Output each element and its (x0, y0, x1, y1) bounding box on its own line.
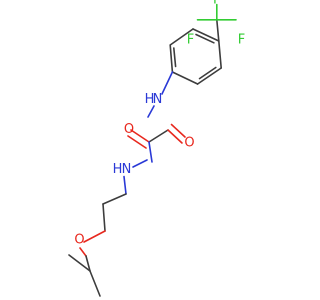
fluorine-label: F (187, 33, 194, 48)
isopropyl-bond (85, 255, 91, 272)
o-c-bond (79, 247, 87, 257)
ring-double-bond (173, 47, 177, 68)
carbonyl-double-bond (167, 129, 183, 144)
ring-bond (169, 28, 194, 46)
nitrogen-label: N (153, 92, 163, 107)
n-carbonyl-bond (147, 105, 155, 118)
ring-bond (169, 44, 174, 73)
isopropyl-bond (89, 270, 101, 297)
carbonyl-double-bond (130, 129, 150, 143)
hydrogen-label: H (113, 162, 123, 177)
structure-canvas: F F F N H O O N H O (68, 0, 246, 297)
nitrogen-label: N (122, 162, 132, 177)
n-carbonyl-bond (132, 159, 148, 168)
carbonyl-double-bond (127, 135, 147, 149)
ring-double-bond (195, 33, 215, 44)
chain-bond (102, 203, 106, 232)
fluorine-label: F (213, 0, 220, 8)
molecule-structure: F F F N H O O N H O (68, 0, 245, 297)
trifluoromethyl-group: F F F (187, 0, 245, 48)
carbonyl-double-bond (170, 123, 186, 138)
c-o-bond (83, 230, 106, 243)
oxygen-label: O (184, 136, 194, 151)
oxygen-label: O (124, 122, 134, 137)
ring-bond (192, 28, 220, 42)
ring-bond (218, 40, 222, 69)
ring-bond (171, 71, 199, 85)
aryl-n-bond (161, 71, 174, 95)
carbonyl-carbon-bond (148, 129, 169, 143)
hydrogen-label: H (145, 92, 155, 107)
isopropoxypropyl-chain: O (68, 175, 127, 297)
n-chain-bond (123, 175, 127, 195)
upper-amide-nh: N H (145, 71, 174, 118)
chain-bond (102, 193, 127, 205)
ring-to-cf3-bond (216, 18, 220, 42)
fluorine-label: F (238, 33, 245, 48)
oxalamide-core: O O (124, 122, 195, 163)
lower-amide-nh: N H (113, 159, 148, 177)
isopropyl-bond (68, 254, 91, 272)
ring-double-bond (198, 66, 217, 80)
benzene-ring (169, 28, 222, 85)
ring-bond (196, 67, 222, 85)
carbonyl-n-bond (148, 141, 153, 163)
oxygen-label: O (74, 233, 84, 248)
